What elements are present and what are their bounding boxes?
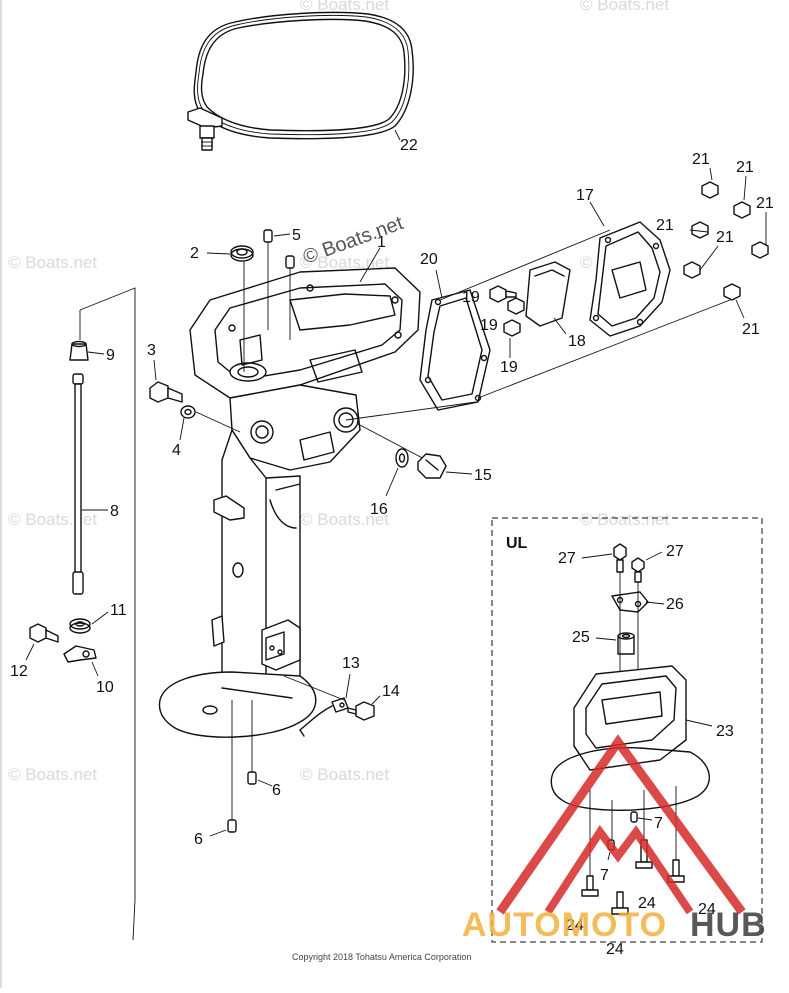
watermark: © Boats.net	[300, 510, 389, 529]
bolt-3	[149, 381, 183, 403]
callout-20: 20	[420, 251, 438, 268]
plug-15	[417, 453, 447, 479]
callout-6a: 6	[272, 782, 281, 799]
callout-27b: 27	[666, 543, 684, 560]
clamp-10	[63, 645, 97, 663]
bushing-25	[617, 632, 635, 655]
bolt-12	[29, 623, 59, 643]
callout-21e: 21	[716, 229, 734, 246]
callout-6b: 6	[194, 831, 203, 848]
watermark: © Boats.net	[300, 0, 389, 14]
cover-17	[589, 221, 671, 337]
oil-seal-2	[230, 245, 254, 262]
dowel-pin-5	[263, 229, 295, 269]
plate-26	[611, 591, 649, 613]
callout-24c: 24	[698, 901, 716, 918]
callout-15: 15	[474, 467, 492, 484]
callout-8: 8	[110, 503, 119, 520]
logo-text-hub: HUB	[690, 906, 767, 944]
callout-17: 17	[576, 187, 594, 204]
callout-5: 5	[292, 227, 301, 244]
dowel-pin-6	[227, 771, 257, 833]
seal-ring-22	[187, 11, 414, 151]
callout-27a: 27	[558, 550, 576, 567]
callout-9: 9	[106, 347, 115, 364]
callout-2: 2	[190, 245, 199, 262]
callout-24b: 24	[638, 895, 656, 912]
water-pipe-8	[72, 373, 84, 595]
callout-21f: 21	[742, 321, 760, 338]
callout-7b: 7	[600, 867, 609, 884]
callout-19c: 19	[500, 359, 518, 376]
watermark: © Boats.net	[8, 510, 97, 529]
watermark: © Boats.net	[300, 765, 389, 784]
screw-19	[489, 285, 525, 337]
ground-wire-13	[299, 697, 349, 737]
callout-1: 1	[377, 234, 386, 251]
logo-text-automoto: AUTOMOTO	[462, 906, 667, 944]
watermark: © Boats.net	[580, 0, 669, 14]
callout-24d: 24	[606, 941, 624, 958]
callout-19b: 19	[480, 317, 498, 334]
callout-4: 4	[172, 442, 181, 459]
bolt-14	[347, 701, 375, 721]
washer-16	[395, 448, 409, 468]
copyright-notice: Copyright 2018 Tohatsu America Corporati…	[292, 952, 471, 962]
callout-10: 10	[96, 679, 114, 696]
watermark: © Boats.net	[580, 510, 669, 529]
drive-shaft-housing-1	[158, 267, 421, 738]
watermark: © Boats.net	[8, 765, 97, 784]
callout-25: 25	[572, 629, 590, 646]
callout-16: 16	[370, 501, 388, 518]
grommet-11	[69, 618, 91, 634]
callout-21b: 21	[736, 159, 754, 176]
callout-24a: 24	[566, 917, 584, 934]
inset-label: UL	[506, 535, 528, 552]
callout-14: 14	[382, 683, 400, 700]
plate-18	[525, 261, 571, 327]
inset-frame	[491, 517, 763, 943]
callout-19a: 19	[462, 289, 480, 306]
callout-23: 23	[716, 723, 734, 740]
bolt-21	[683, 181, 769, 301]
bolt-27	[613, 543, 645, 583]
callout-26: 26	[666, 596, 684, 613]
callout-3: 3	[147, 342, 156, 359]
callout-21c: 21	[656, 217, 674, 234]
automotohub-logo: AUTOMOTO HUB	[462, 734, 767, 944]
grommet-9	[69, 340, 89, 361]
washer-4	[180, 405, 196, 419]
callout-22: 22	[400, 137, 418, 154]
callout-21d: 21	[756, 195, 774, 212]
callout-11: 11	[110, 602, 127, 619]
callout-18: 18	[568, 333, 586, 350]
watermark: © Boats.net	[300, 253, 389, 272]
callout-21a: 21	[692, 151, 710, 168]
cavitation-plate-23	[550, 665, 710, 811]
callout-13: 13	[342, 655, 360, 672]
callout-12: 12	[10, 663, 28, 680]
bolt-24	[581, 839, 685, 915]
watermark: © Boats.net	[8, 253, 97, 272]
callout-7a: 7	[654, 815, 663, 832]
gasket-20	[419, 289, 491, 411]
